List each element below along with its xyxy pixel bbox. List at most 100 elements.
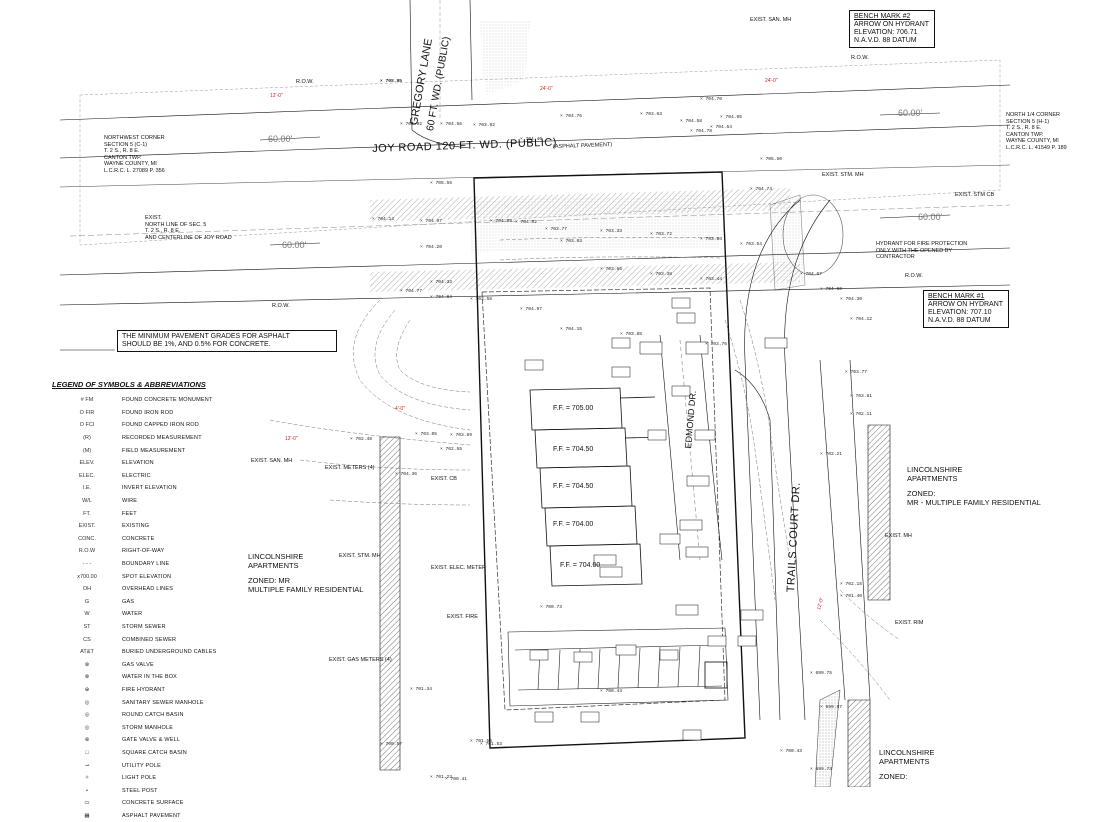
spot-elevation-label: × 703.05 <box>415 431 437 437</box>
exist-label-9: EXIST. RIM <box>895 620 924 626</box>
legend-row: ▦ASPHALT PAVEMENT <box>52 810 282 822</box>
legend-symbol: ⊗ <box>84 661 90 668</box>
floor-elevation-5: F.F. = 704.00 <box>560 562 601 569</box>
legend-row: ⊸UTILITY POLE <box>52 759 282 772</box>
spot-elevation-label: × 704.07 <box>420 218 442 224</box>
legend-symbol: # FM <box>80 397 94 404</box>
legend-symbol: ST <box>83 623 91 630</box>
spot-elevation-label: × 704.15 <box>560 326 582 332</box>
legend-row: ⊕FIRE HYDRANT <box>52 684 282 697</box>
exist-label-1: EXIST. SAN. MH <box>251 458 293 464</box>
spot-elevation-label: × 700.73 <box>540 604 562 610</box>
legend-symbol: O FCI <box>79 422 95 429</box>
legend-row: ⊗GAS VALVE <box>52 658 282 671</box>
legend-row: I.E.INVERT ELEVATION <box>52 482 282 495</box>
spot-elevation-label: × 701.53 <box>480 741 502 747</box>
legend-label: CONCRETE <box>122 535 155 542</box>
legend-label: FOUND CONCRETE MONUMENT <box>122 397 213 404</box>
legend-symbol: x700.00 <box>77 573 97 580</box>
parking-lot <box>507 627 729 707</box>
zoning-right: LINCOLNSHIRE APARTMENTS ZONED: MR - MULT… <box>907 465 1041 507</box>
legend-label: WATER IN THE BOX <box>122 674 178 681</box>
legend-symbol: O FIR <box>79 409 95 416</box>
spot-elevation-label: × 699.73 <box>810 766 832 772</box>
legend-row: # FM FOUND CONCRETE MONUMENT <box>52 394 282 407</box>
spot-elevation-label: × 704.13 <box>372 216 394 222</box>
neighbor-buildings <box>379 424 891 787</box>
legend-symbol: W/L <box>82 498 92 505</box>
legend-row: (R)RECORDED MEASUREMENT <box>52 432 282 445</box>
row-label-3: R.O.W. <box>272 303 290 309</box>
red-markers: 4'-0" 12'-0" 24'-0" 24'-0" 12'-0" 12'-0" <box>270 78 825 611</box>
legend-symbol: I.E. <box>82 485 92 492</box>
spot-elevation-label: × 704.40 <box>520 136 542 142</box>
exist-north-line-note: EXIST.NORTH LINE OF SEC. 5 T. 2 S., R. 8… <box>145 215 232 241</box>
legend-row: (M)FIELD MEASUREMENT <box>52 444 282 457</box>
legend-symbol: FT. <box>83 510 91 517</box>
spot-elevation-label: × 703.77 <box>545 226 567 232</box>
spot-elevation-label: × 703.44 <box>700 276 722 282</box>
legend-label: UTILITY POLE <box>122 762 161 769</box>
exist-label-8: EXIST. MH <box>885 533 912 539</box>
exist-label-11: EXIST. SAN. MH <box>750 17 792 23</box>
exist-label-3: EXIST. CB <box>431 476 457 482</box>
spot-elevation-label: × 701.23 <box>430 774 452 780</box>
spot-elevation-label: × 704.84 <box>430 294 452 300</box>
legend-symbol: ▦ <box>84 812 90 819</box>
spot-elevation-label: × 703.93 <box>560 238 582 244</box>
spot-elevation-label: × 703.58 <box>470 296 492 302</box>
legend-label: FIRE HYDRANT <box>122 686 166 693</box>
legend-row: ⊗GATE VALVE & WELL <box>52 734 282 747</box>
spot-elevation-label: × 703.66 <box>600 266 622 272</box>
spot-elevation-label: × 701.34 <box>410 686 432 692</box>
legend-row: ◎SANITARY SEWER MANHOLE <box>52 696 282 709</box>
zoning-left: LINCOLNSHIRE APARTMENTS ZONED: MR MULTIP… <box>248 552 364 594</box>
trails-court-drive <box>734 194 871 721</box>
legend-label: GATE VALVE & WELL <box>122 737 181 744</box>
spot-elevation-label: × 702.21 <box>820 451 842 457</box>
spot-elevation-label: × 703.92 <box>473 122 495 128</box>
row-label-1: R.O.W. <box>296 79 314 85</box>
spot-elevation-label: × 704.02 <box>515 219 537 225</box>
legend-label: STORM SEWER <box>122 623 166 630</box>
legend-symbol: R.O.W <box>78 548 96 555</box>
spot-elevation-label: × 700.57 <box>380 741 402 747</box>
spot-elevation-label: × 704.60 <box>820 286 842 292</box>
spot-elevation-label: × 704.33 <box>430 279 452 285</box>
exist-label-7: EXIST. FIRE <box>447 614 478 620</box>
spot-elevation-label: × 700.44 <box>600 688 622 694</box>
legend-label: LIGHT POLE <box>122 775 157 782</box>
legend-row: ◎ROUND CATCH BASIN <box>52 709 282 722</box>
legend-symbol: OH <box>82 586 92 593</box>
spot-elevation-label: × 704.12 <box>850 316 872 322</box>
legend-symbol: ◎ <box>84 699 90 706</box>
legend-symbol: ◎ <box>84 724 90 731</box>
legend-label: BOUNDARY LINE <box>122 561 170 568</box>
legend-symbol: ELEV. <box>79 460 95 467</box>
spot-elevation-label: × 705.95 <box>380 78 402 84</box>
spot-elevation-label: × 704.20 <box>420 244 442 250</box>
row-label-4: R.O.W. <box>905 273 923 279</box>
spot-elevation-label: × 704.36 <box>395 471 417 477</box>
spot-elevation-label: × 704.58 <box>680 118 702 124</box>
spot-elevation-label: × 703.81 <box>850 393 872 399</box>
spot-elevation-label: × 704.92 <box>400 121 422 127</box>
legend-label: RIGHT-OF-WAY <box>122 548 165 555</box>
floor-elevation-2: F.F. = 704.50 <box>553 446 594 453</box>
svg-text:24'-0": 24'-0" <box>540 86 553 92</box>
floor-elevation-3: F.F. = 704.50 <box>553 483 594 490</box>
legend-label: SPOT ELEVATION <box>122 573 172 580</box>
spot-elevation-label: × 703.35 <box>380 78 402 84</box>
spot-elevation-label: × 704.95 <box>720 114 742 120</box>
spot-elevation-label: × 704.78 <box>690 128 712 134</box>
legend-row: x700.00 SPOT ELEVATION <box>52 570 282 583</box>
spot-elevation-label: × 705.56 <box>430 180 452 186</box>
spot-elevation-label: × 703.69 <box>450 432 472 438</box>
